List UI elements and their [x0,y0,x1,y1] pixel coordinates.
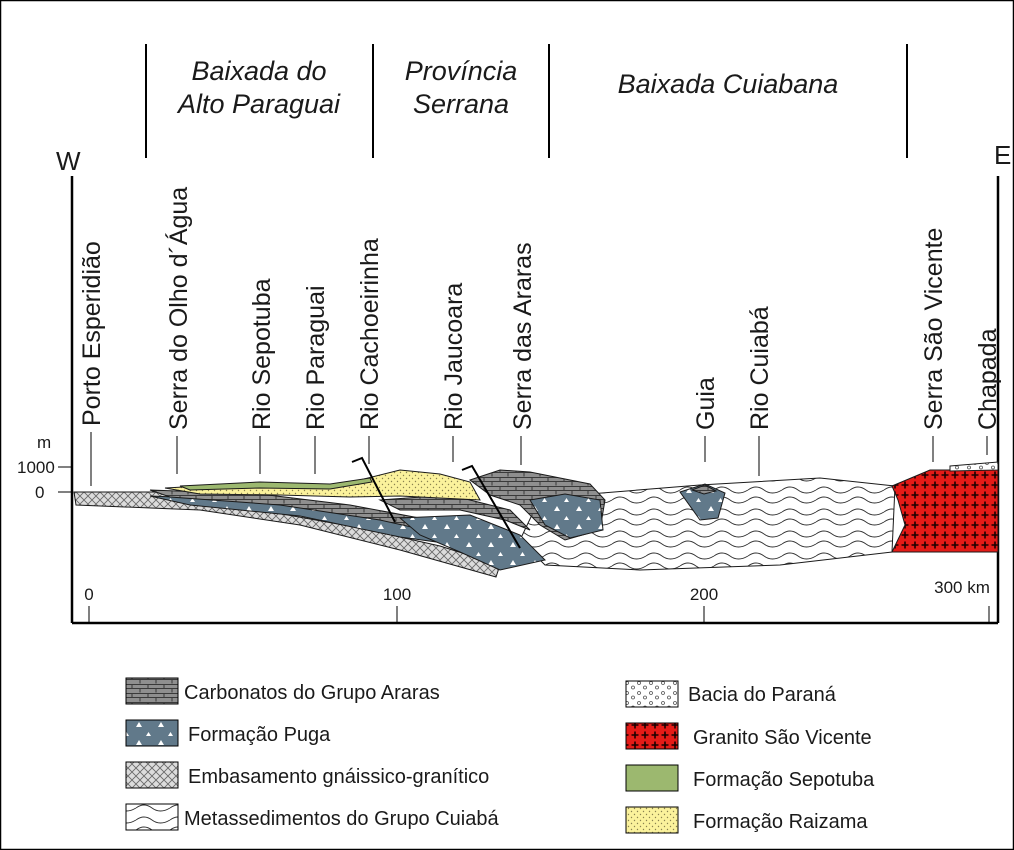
location-label-serra-sao-vicente: Serra São Vicente [920,228,948,430]
distance-tick-200: 200 [690,585,718,604]
distance-tick-300: 300 km [934,578,990,597]
location-label-rio-cachoeirinha: Rio Cachoeirinha [356,238,384,430]
legend-swatch-sepotuba [626,765,678,791]
region-label-provincia-serrana-line2: Serrana [413,89,509,119]
legend-swatch-parana [626,681,678,707]
region-label-baixada-cuiabana: Baixada Cuiabana [618,69,839,99]
location-label-porto-esperidiao: Porto Esperidião [78,241,106,426]
distance-tick-100: 100 [383,585,411,604]
location-label-rio-jaucoara: Rio Jaucoara [440,283,468,430]
legend-label-parana: Bacia do Paraná [688,684,837,706]
legend-swatch-granito [626,723,678,749]
legend-swatch-raizama [626,807,678,833]
location-label-serra-olho-dagua: Serra do Olho d´Água [164,187,193,430]
location-label-chapada: Chapada [974,328,1002,430]
legend-swatch-cuiaba [126,804,178,830]
unit-granito-sao-vicente [892,470,998,552]
legend-label-cuiaba: Metassedimentos do Grupo Cuiabá [184,808,499,830]
legend-swatch-embasamento [126,762,178,788]
east-label: E [994,140,1011,170]
region-label-baixada-alto-paraguai-line2: Alto Paraguai [176,89,341,119]
legend-label-sepotuba: Formação Sepotuba [693,769,875,791]
elevation-tick-0: 0 [35,483,44,502]
legend-swatch-puga [126,720,178,746]
location-label-rio-cuiaba: Rio Cuiabá [746,306,774,430]
elevation-axis-unit: m [37,433,51,452]
region-label-baixada-alto-paraguai-line1: Baixada do [191,56,326,86]
location-label-rio-paraguai: Rio Paraguai [302,285,330,430]
distance-tick-0: 0 [84,585,93,604]
west-label: W [56,146,81,176]
region-label-provincia-serrana-line1: Província [405,56,518,86]
elevation-tick-1000: 1000 [17,458,55,477]
location-label-guia: Guia [692,377,720,430]
legend-label-embasamento: Embasamento gnáissico-granítico [188,766,489,788]
location-label-serra-das-araras: Serra das Araras [509,242,537,430]
legend-swatch-carbonatos [126,678,178,704]
legend-label-raizama: Formação Raizama [693,811,868,833]
location-label-rio-sepotuba: Rio Sepotuba [248,278,276,430]
legend-label-puga: Formação Puga [188,724,331,746]
legend-label-granito: Granito São Vicente [693,727,872,749]
legend-label-carbonatos: Carbonatos do Grupo Araras [184,682,440,704]
